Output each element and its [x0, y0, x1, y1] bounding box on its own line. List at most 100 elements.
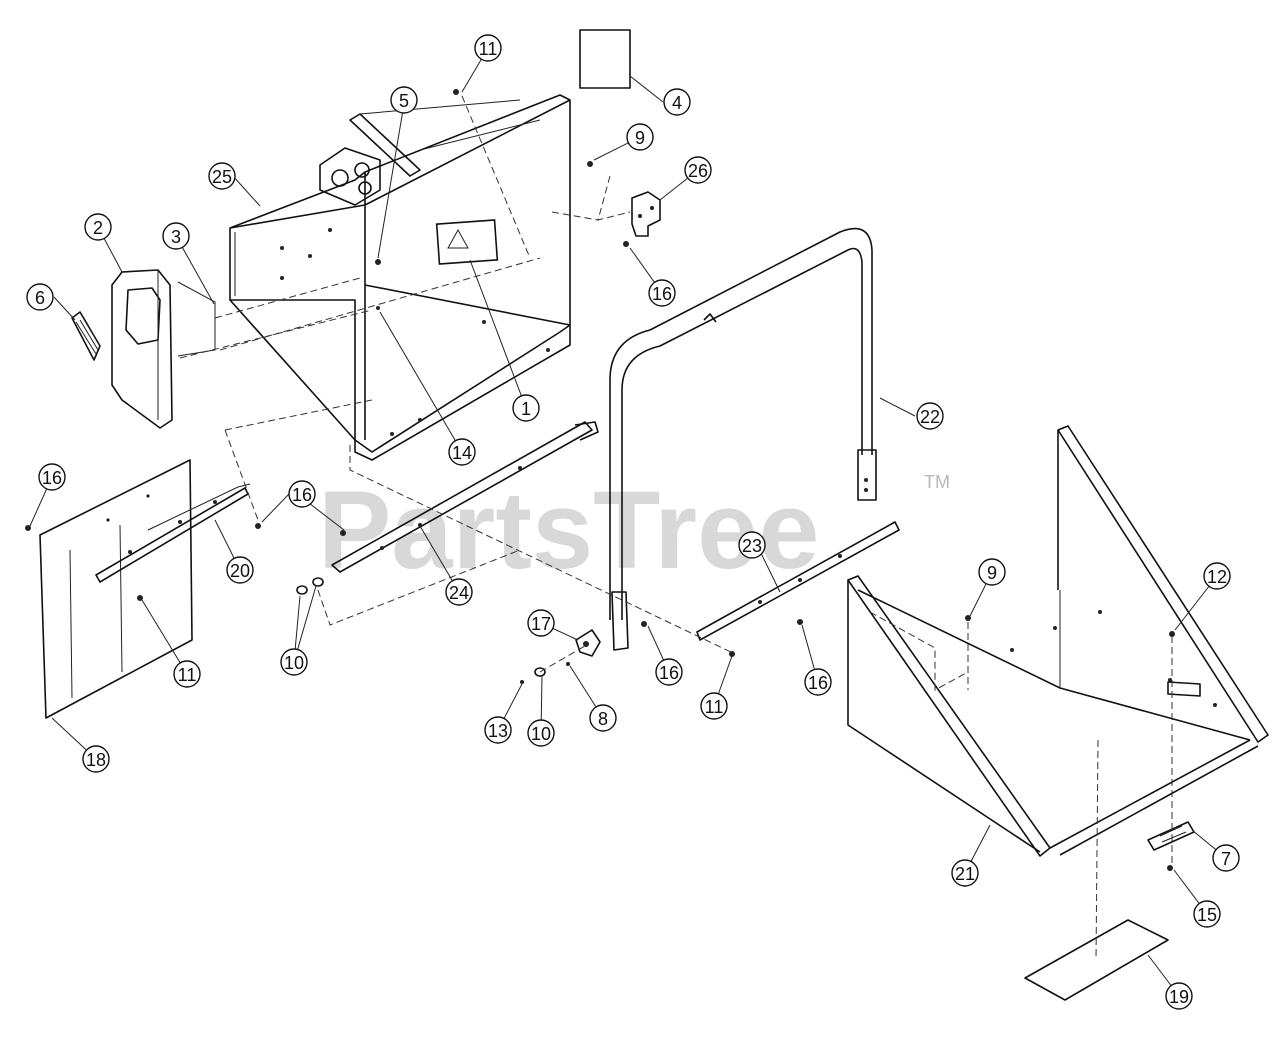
svg-text:6: 6 [35, 288, 45, 308]
callout-7[interactable]: 7 [1212, 844, 1240, 872]
watermark: PartsTree TM [318, 469, 950, 592]
shaft-part [147, 483, 251, 531]
decal-part [579, 29, 631, 89]
rod-part [331, 421, 599, 573]
svg-text:5: 5 [399, 91, 409, 111]
svg-text:14: 14 [452, 443, 472, 463]
callout-10-left[interactable]: 10 [280, 648, 308, 676]
svg-text:1: 1 [521, 399, 531, 419]
bolt-8 [566, 662, 570, 666]
svg-text:10: 10 [284, 653, 304, 673]
side-cover-part [111, 269, 173, 429]
nut-16-pivot [641, 621, 647, 627]
nut-9-top [587, 161, 593, 167]
callout-2[interactable]: 2 [84, 213, 112, 241]
callout-6[interactable]: 6 [26, 283, 54, 311]
svg-text:16: 16 [808, 673, 828, 693]
svg-text:17: 17 [531, 614, 551, 634]
nut-16-top [623, 241, 629, 247]
svg-text:13: 13 [488, 721, 508, 741]
bolt-11-left [137, 595, 143, 601]
bolt-11-top [453, 89, 459, 95]
nut-16-mid [255, 523, 261, 529]
svg-text:3: 3 [171, 227, 181, 247]
svg-text:11: 11 [705, 697, 724, 717]
svg-text:4: 4 [672, 93, 682, 113]
svg-text:16: 16 [659, 663, 679, 683]
svg-text:16: 16 [292, 485, 312, 505]
svg-text:18: 18 [86, 750, 106, 770]
svg-text:22: 22 [920, 407, 940, 427]
svg-text:23: 23 [742, 536, 762, 556]
callout-16-mid[interactable]: 16 [288, 480, 316, 508]
pivot-part [575, 629, 601, 657]
svg-text:10: 10 [531, 724, 551, 744]
svg-text:25: 25 [212, 167, 232, 187]
pin-13 [520, 680, 524, 684]
door-part [39, 459, 249, 719]
svg-text:16: 16 [42, 468, 62, 488]
callout-22[interactable]: 22 [916, 402, 944, 430]
svg-text:19: 19 [1169, 987, 1189, 1007]
callout-16-top[interactable]: 16 [648, 279, 676, 307]
svg-text:20: 20 [230, 561, 250, 581]
callout-9-top[interactable]: 9 [626, 123, 654, 151]
callout-13[interactable]: 13 [484, 716, 512, 744]
svg-text:8: 8 [598, 709, 608, 729]
nut-16-right [797, 619, 803, 625]
tray-part [847, 425, 1269, 857]
label-plate-part [1024, 919, 1169, 1001]
washer-10-b [312, 577, 324, 587]
callout-14[interactable]: 14 [448, 438, 476, 466]
nut-15 [1167, 865, 1173, 871]
callout-16-pivot[interactable]: 16 [655, 658, 683, 686]
callout-17[interactable]: 17 [527, 609, 555, 637]
callout-12[interactable]: 12 [1203, 562, 1231, 590]
svg-text:7: 7 [1221, 849, 1231, 869]
callout-11-top[interactable]: 11 [474, 34, 502, 62]
callout-20[interactable]: 20 [226, 556, 254, 584]
svg-text:16: 16 [652, 284, 672, 304]
callout-23[interactable]: 23 [738, 531, 766, 559]
svg-text:15: 15 [1197, 905, 1217, 925]
watermark-text: PartsTree [318, 469, 819, 592]
washer-10-a [296, 585, 308, 595]
callout-8[interactable]: 8 [589, 704, 617, 732]
hardware-group [25, 89, 1175, 871]
callout-26[interactable]: 26 [684, 156, 712, 184]
handle-part [609, 227, 877, 651]
washer-10-c [534, 667, 546, 677]
svg-text:2: 2 [93, 218, 103, 238]
svg-text:24: 24 [449, 583, 469, 603]
callout-11-left[interactable]: 11 [173, 660, 201, 688]
callout-18[interactable]: 18 [82, 745, 110, 773]
callout-16-right[interactable]: 16 [804, 668, 832, 696]
svg-text:26: 26 [688, 161, 708, 181]
callout-19[interactable]: 19 [1165, 982, 1193, 1010]
grille-part [71, 311, 101, 361]
svg-text:11: 11 [178, 665, 197, 685]
bracket-part [631, 191, 661, 237]
callout-16-left[interactable]: 16 [38, 463, 66, 491]
callout-24[interactable]: 24 [445, 578, 473, 606]
callout-25[interactable]: 25 [208, 162, 236, 190]
nut-16-rod [340, 530, 346, 536]
callout-3[interactable]: 3 [162, 222, 190, 250]
callout-4[interactable]: 4 [663, 88, 691, 116]
svg-text:9: 9 [635, 128, 645, 148]
callout-9-tray[interactable]: 9 [978, 558, 1006, 586]
callout-15[interactable]: 15 [1193, 900, 1221, 928]
callout-21[interactable]: 21 [951, 859, 979, 887]
svg-text:12: 12 [1207, 567, 1227, 587]
callout-11-bar[interactable]: 11 [700, 692, 728, 720]
assembly-lines [179, 95, 1173, 961]
callout-1[interactable]: 1 [512, 394, 540, 422]
bolt-11-bar [729, 651, 735, 657]
svg-text:11: 11 [479, 39, 498, 59]
plate-part [177, 281, 216, 357]
callout-10-center[interactable]: 10 [527, 719, 555, 747]
callout-5[interactable]: 5 [390, 86, 418, 114]
latch-part [1147, 821, 1195, 851]
bolt-12 [1169, 631, 1175, 637]
